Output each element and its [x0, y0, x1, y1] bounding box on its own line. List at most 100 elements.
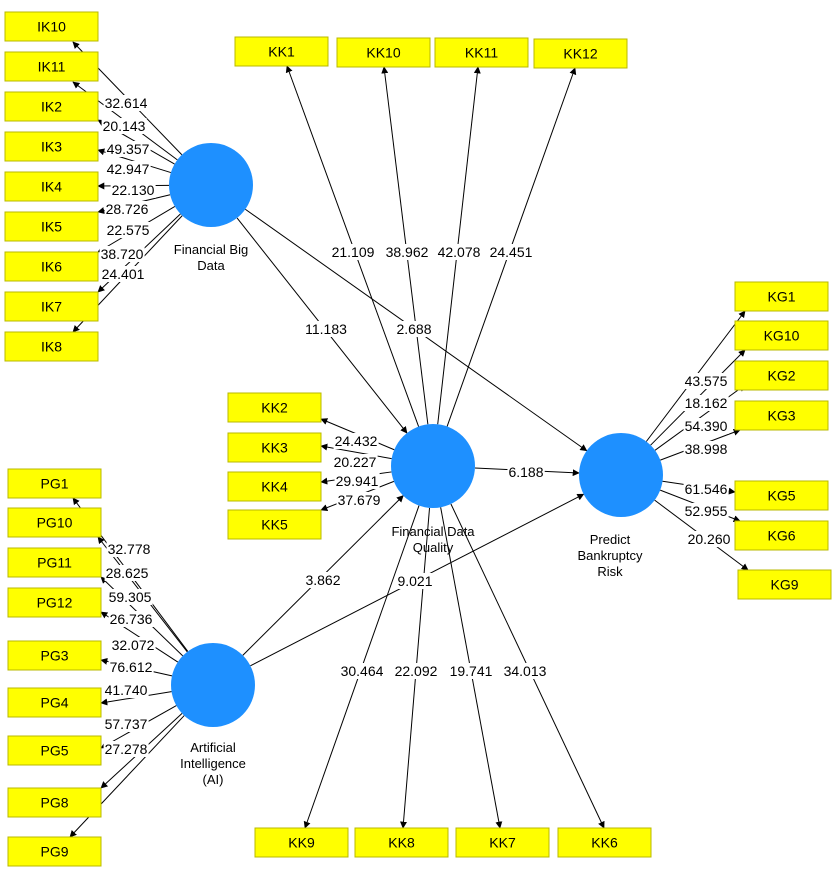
indicator-kk6[interactable] [557, 827, 652, 858]
indicator-label-kk6: KK6 [591, 835, 618, 851]
indicator-pg12[interactable] [7, 587, 102, 618]
latent-variable-pbr[interactable] [579, 433, 663, 517]
indicator-kg2[interactable] [734, 360, 829, 391]
indicator-ik11[interactable] [4, 51, 99, 82]
indicator-label-pg5: PG5 [40, 743, 68, 759]
path-value-fbd-fdq: 11.183 [305, 321, 347, 337]
indicator-kk8[interactable] [354, 827, 449, 858]
loading-value-ik11-bg [101, 118, 147, 134]
loading-value-kg2-bg [683, 418, 729, 434]
latent-variable-ai[interactable] [171, 643, 255, 727]
indicator-ik8[interactable] [4, 331, 99, 362]
loading-value-ik10: 32.614 [105, 95, 148, 111]
indicator-kk3[interactable] [227, 432, 322, 463]
loading-value-ik10-bg [103, 95, 149, 111]
indicator-label-kk7: KK7 [489, 835, 516, 851]
indicator-ik4[interactable] [4, 171, 99, 202]
indicator-kg5[interactable] [734, 480, 829, 511]
indicator-kk7[interactable] [455, 827, 550, 858]
loading-value-kk12-bg [488, 244, 534, 260]
loading-value-pg8-bg [103, 716, 149, 732]
indicator-label-kk11: KK11 [465, 45, 498, 61]
loading-value-ik7: 38.720 [101, 246, 144, 262]
indicator-kg3[interactable] [734, 400, 829, 431]
loading-value-pg4: 76.612 [110, 659, 153, 675]
latent-variable-label-pbr-1: Bankruptcy [577, 548, 643, 563]
indicator-pg10[interactable] [7, 507, 102, 538]
indicator-pg11[interactable] [7, 547, 102, 578]
indicator-kk11[interactable] [434, 37, 529, 68]
indicator-kk5[interactable] [227, 509, 322, 540]
latent-variable-fbd[interactable] [169, 143, 253, 227]
indicator-pg4[interactable] [7, 687, 102, 718]
indicator-kk12[interactable] [533, 38, 628, 69]
indicator-kk10[interactable] [336, 37, 431, 68]
indicator-ik6[interactable] [4, 251, 99, 282]
loading-value-ik6: 22.575 [107, 222, 150, 238]
loading-value-pg4-bg [108, 659, 154, 675]
indicator-kk9[interactable] [254, 827, 349, 858]
loading-value-ik5-bg [104, 201, 150, 217]
indicator-label-kg1: KG1 [767, 289, 795, 305]
indicator-kg1[interactable] [734, 281, 829, 312]
loading-arrow-kg2 [654, 384, 746, 451]
indicator-kg6[interactable] [734, 520, 829, 551]
latent-variable-fdq[interactable] [391, 424, 475, 508]
indicator-pg8[interactable] [7, 787, 102, 818]
loading-value-pg5: 41.740 [105, 682, 148, 698]
indicator-ik7[interactable] [4, 291, 99, 322]
indicator-label-ik2: IK2 [41, 99, 62, 115]
indicator-pg5[interactable] [7, 735, 102, 766]
indicator-label-kg2: KG2 [767, 368, 795, 384]
indicator-label-ik11: IK11 [38, 59, 66, 75]
indicator-ik3[interactable] [4, 131, 99, 162]
indicator-ik5[interactable] [4, 211, 99, 242]
indicator-label-pg8: PG8 [40, 795, 68, 811]
indicator-kg10[interactable] [734, 320, 829, 351]
loading-value-kg9: 20.260 [688, 531, 731, 547]
loading-value-kg6-bg [683, 503, 729, 519]
indicator-label-kg3: KG3 [767, 408, 795, 424]
loading-value-kk2: 24.432 [335, 433, 378, 449]
indicator-ik2[interactable] [4, 91, 99, 122]
indicator-pg1[interactable] [7, 468, 102, 499]
indicator-label-ik4: IK4 [41, 179, 62, 195]
loading-value-pg10-bg [104, 565, 150, 581]
indicator-label-kk12: KK12 [563, 46, 597, 62]
loading-value-kk11: 42.078 [438, 244, 481, 260]
indicator-pg9[interactable] [7, 836, 102, 867]
loading-value-kk10-bg [384, 244, 430, 260]
loading-value-pg3: 32.072 [112, 637, 155, 653]
indicator-kg9[interactable] [737, 569, 832, 600]
indicator-kk1[interactable] [234, 36, 329, 67]
loading-value-kk5: 37.679 [338, 492, 381, 508]
latent-variable-label-fdq-0: Financial Data [391, 524, 475, 539]
loading-value-kk3-bg [332, 454, 378, 470]
loading-value-kk4: 29.941 [336, 473, 379, 489]
indicator-pg3[interactable] [7, 640, 102, 671]
indicator-label-kg10: KG10 [764, 328, 800, 344]
indicator-ik10[interactable] [4, 11, 99, 42]
indicator-kk4[interactable] [227, 471, 322, 502]
loading-value-kg3-bg [683, 441, 729, 457]
indicator-label-kk1: KK1 [268, 44, 295, 60]
latent-variable-label-fbd-1: Data [197, 258, 225, 273]
loading-value-kk10: 38.962 [386, 244, 429, 260]
loading-value-kk6-bg [502, 663, 548, 679]
indicator-kk2[interactable] [227, 392, 322, 423]
indicator-label-pg10: PG10 [37, 515, 73, 531]
loading-value-kk11-bg [436, 244, 482, 260]
loading-value-ik11: 20.143 [103, 118, 146, 134]
loading-value-kg3: 38.998 [685, 441, 728, 457]
loading-value-pg9: 27.278 [105, 741, 148, 757]
loading-value-pg1: 32.778 [108, 541, 151, 557]
loading-value-ik2-bg [105, 141, 151, 157]
indicator-label-kk8: KK8 [388, 835, 415, 851]
loading-value-kg2: 54.390 [685, 418, 728, 434]
path-value-ai-fdq: 3.862 [305, 572, 340, 588]
loading-value-kk8: 22.092 [395, 663, 438, 679]
path-value-ai-pbr-bg [396, 573, 434, 589]
loading-value-kg10: 18.162 [685, 395, 728, 411]
